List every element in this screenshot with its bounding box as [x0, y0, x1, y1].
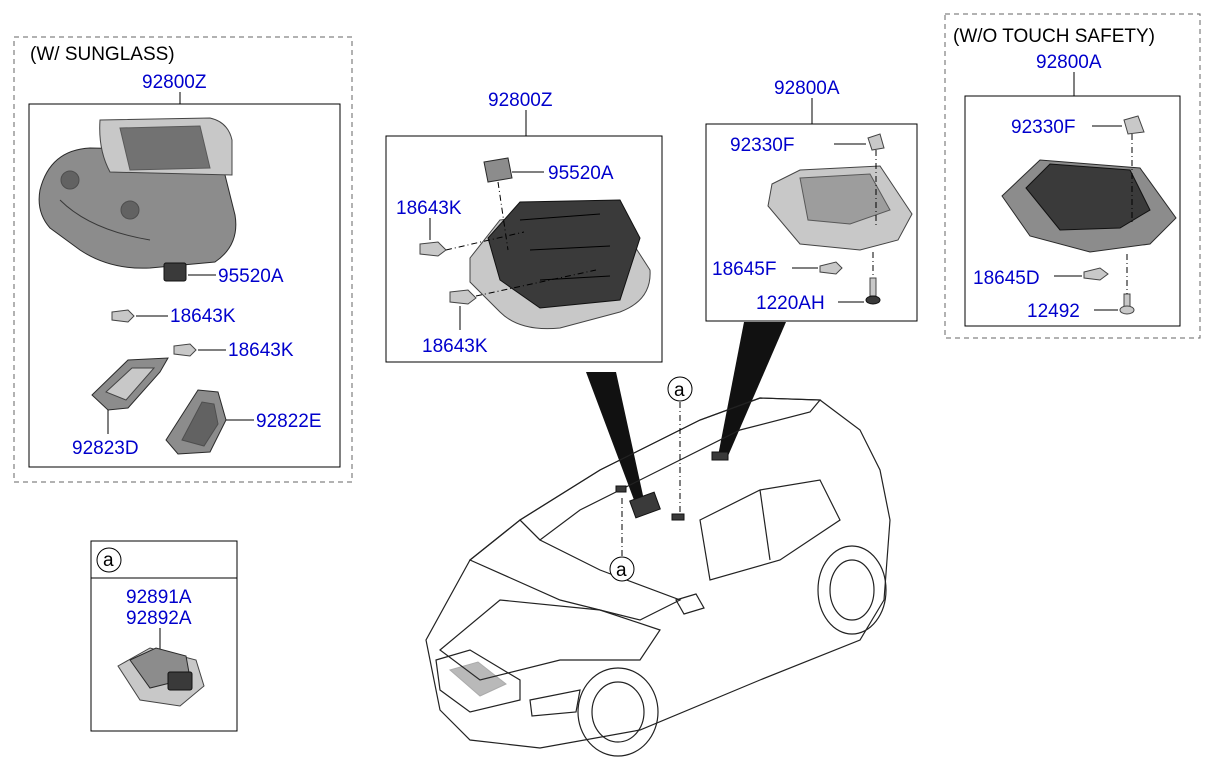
car-marker-a-bottom: a: [616, 560, 627, 581]
center-right-assembly-number[interactable]: 92800A: [774, 78, 840, 99]
car-marker-a-bottom-circle: [609, 556, 635, 582]
sunglass-part-92823d[interactable]: 92823D: [72, 438, 139, 459]
center-right-clip-illustration: [867, 133, 885, 151]
car-marker-a-top-circle: [667, 376, 693, 402]
center-switch-illustration: [483, 157, 513, 183]
vehicle-illustration: a a: [425, 322, 891, 757]
sunglass-part-18643k-1[interactable]: 18643K: [170, 306, 236, 327]
touch-safety-group-frame: [944, 13, 1201, 339]
touch-safety-group-title: (W/O TOUCH SAFETY): [953, 26, 1155, 47]
sunglass-assembly-number[interactable]: 92800Z: [142, 72, 207, 93]
center-right-parts-box: [705, 123, 918, 322]
detail-a-marker: a: [103, 550, 114, 571]
center-right-group: 92800A 92330F 18645F 1220AH: [705, 78, 918, 322]
touch-safety-console-illustration: [1001, 159, 1177, 253]
touch-safety-clip-illustration: [1123, 115, 1145, 135]
sunglass-parts-box: [28, 103, 341, 468]
center-group: 92800Z 95520A 18643K 18643K: [385, 90, 663, 363]
sunglass-console-illustration: [38, 117, 237, 269]
center-group-pointer: [586, 372, 644, 500]
center-right-console-illustration: [767, 165, 913, 251]
touch-safety-part-18645d[interactable]: 18645D: [973, 268, 1040, 289]
sunglass-group: (W/ SUNGLASS) 92800Z 95520A 18643K 18643…: [13, 36, 353, 483]
detail-a-frame: [90, 540, 238, 732]
sunglass-switch-illustration: [163, 262, 187, 282]
detail-a-part-92891a[interactable]: 92891A: [126, 587, 192, 608]
detail-a-marker-circle: [96, 547, 122, 573]
touch-safety-part-92330f[interactable]: 92330F: [1011, 117, 1075, 138]
touch-safety-parts-box: [964, 95, 1181, 327]
center-parts-box: [385, 135, 663, 363]
touch-safety-bulb-illustration: [1083, 267, 1109, 281]
sunglass-group-title: (W/ SUNGLASS): [30, 44, 175, 65]
center-bulb-illustration-1: [419, 241, 447, 257]
sunglass-part-18643k-2[interactable]: 18643K: [228, 340, 294, 361]
center-right-screw-illustration: [865, 277, 881, 305]
center-part-18643k-1[interactable]: 18643K: [396, 198, 462, 219]
car-marker-a-top: a: [674, 380, 685, 401]
center-console-illustration: [469, 199, 651, 330]
sunglass-part-92822e[interactable]: 92822E: [256, 411, 322, 432]
touch-safety-part-12492[interactable]: 12492: [1027, 301, 1080, 322]
center-right-part-92330f[interactable]: 92330F: [730, 135, 794, 156]
center-part-95520a[interactable]: 95520A: [548, 163, 614, 184]
center-assembly-number[interactable]: 92800Z: [488, 90, 553, 111]
center-right-part-1220ah[interactable]: 1220AH: [756, 293, 825, 314]
sunglass-group-frame: [13, 36, 353, 483]
sunglass-bulb-illustration-2: [173, 343, 197, 357]
center-right-group-pointer: [718, 322, 786, 456]
detail-a-part-92892a[interactable]: 92892A: [126, 608, 192, 629]
detail-a-lamp-illustration: [117, 647, 205, 707]
center-bulb-illustration-2: [449, 289, 477, 305]
center-right-part-18645f[interactable]: 18645F: [712, 259, 776, 280]
touch-safety-screw-illustration: [1119, 293, 1135, 315]
sunglass-part-95520a[interactable]: 95520A: [218, 266, 284, 287]
touch-safety-group: (W/O TOUCH SAFETY) 92800A 92330F 18645D …: [944, 13, 1201, 339]
center-right-bulb-illustration: [819, 261, 843, 275]
sunglass-bulb-illustration-1: [111, 309, 135, 323]
detail-a-group: a 92891A 92892A: [90, 540, 238, 732]
center-part-18643k-2[interactable]: 18643K: [422, 336, 488, 357]
touch-safety-assembly-number[interactable]: 92800A: [1036, 52, 1102, 73]
